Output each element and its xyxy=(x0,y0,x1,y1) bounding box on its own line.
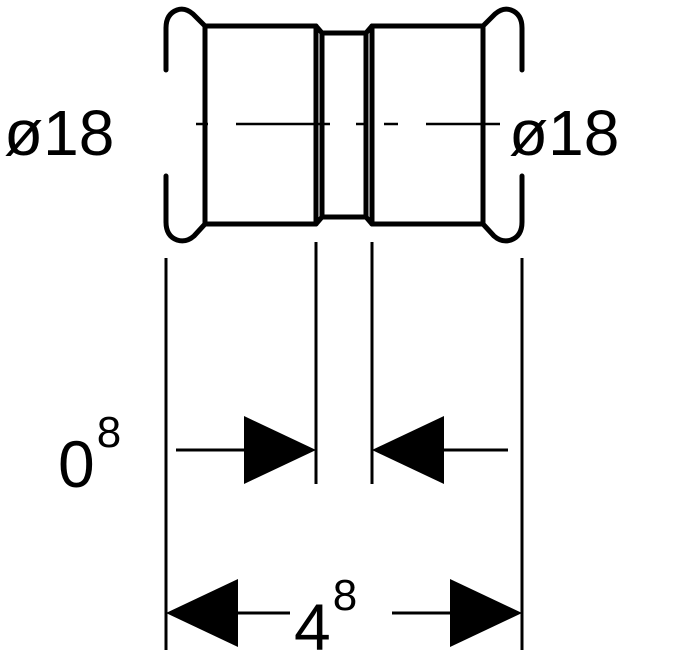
left-bead-outline xyxy=(163,6,208,244)
right-bead-outline xyxy=(480,6,525,244)
gap-dimension-label: 08 xyxy=(58,408,121,501)
length-arrow-left xyxy=(166,579,238,647)
length-base: 4 xyxy=(294,590,331,664)
length-dimension xyxy=(166,579,522,647)
right-diameter-label: ø18 xyxy=(509,97,619,169)
gap-base: 0 xyxy=(58,427,95,501)
gap-arrow-left xyxy=(244,416,316,484)
length-sup: 8 xyxy=(333,571,357,620)
left-diameter-label: ø18 xyxy=(4,97,114,169)
length-arrow-right xyxy=(450,579,522,647)
gap-sup: 8 xyxy=(97,408,121,457)
gap-dimension xyxy=(176,416,508,484)
length-dimension-label: 48 xyxy=(294,571,357,664)
gap-arrow-right xyxy=(372,416,444,484)
extension-lines xyxy=(164,242,524,650)
